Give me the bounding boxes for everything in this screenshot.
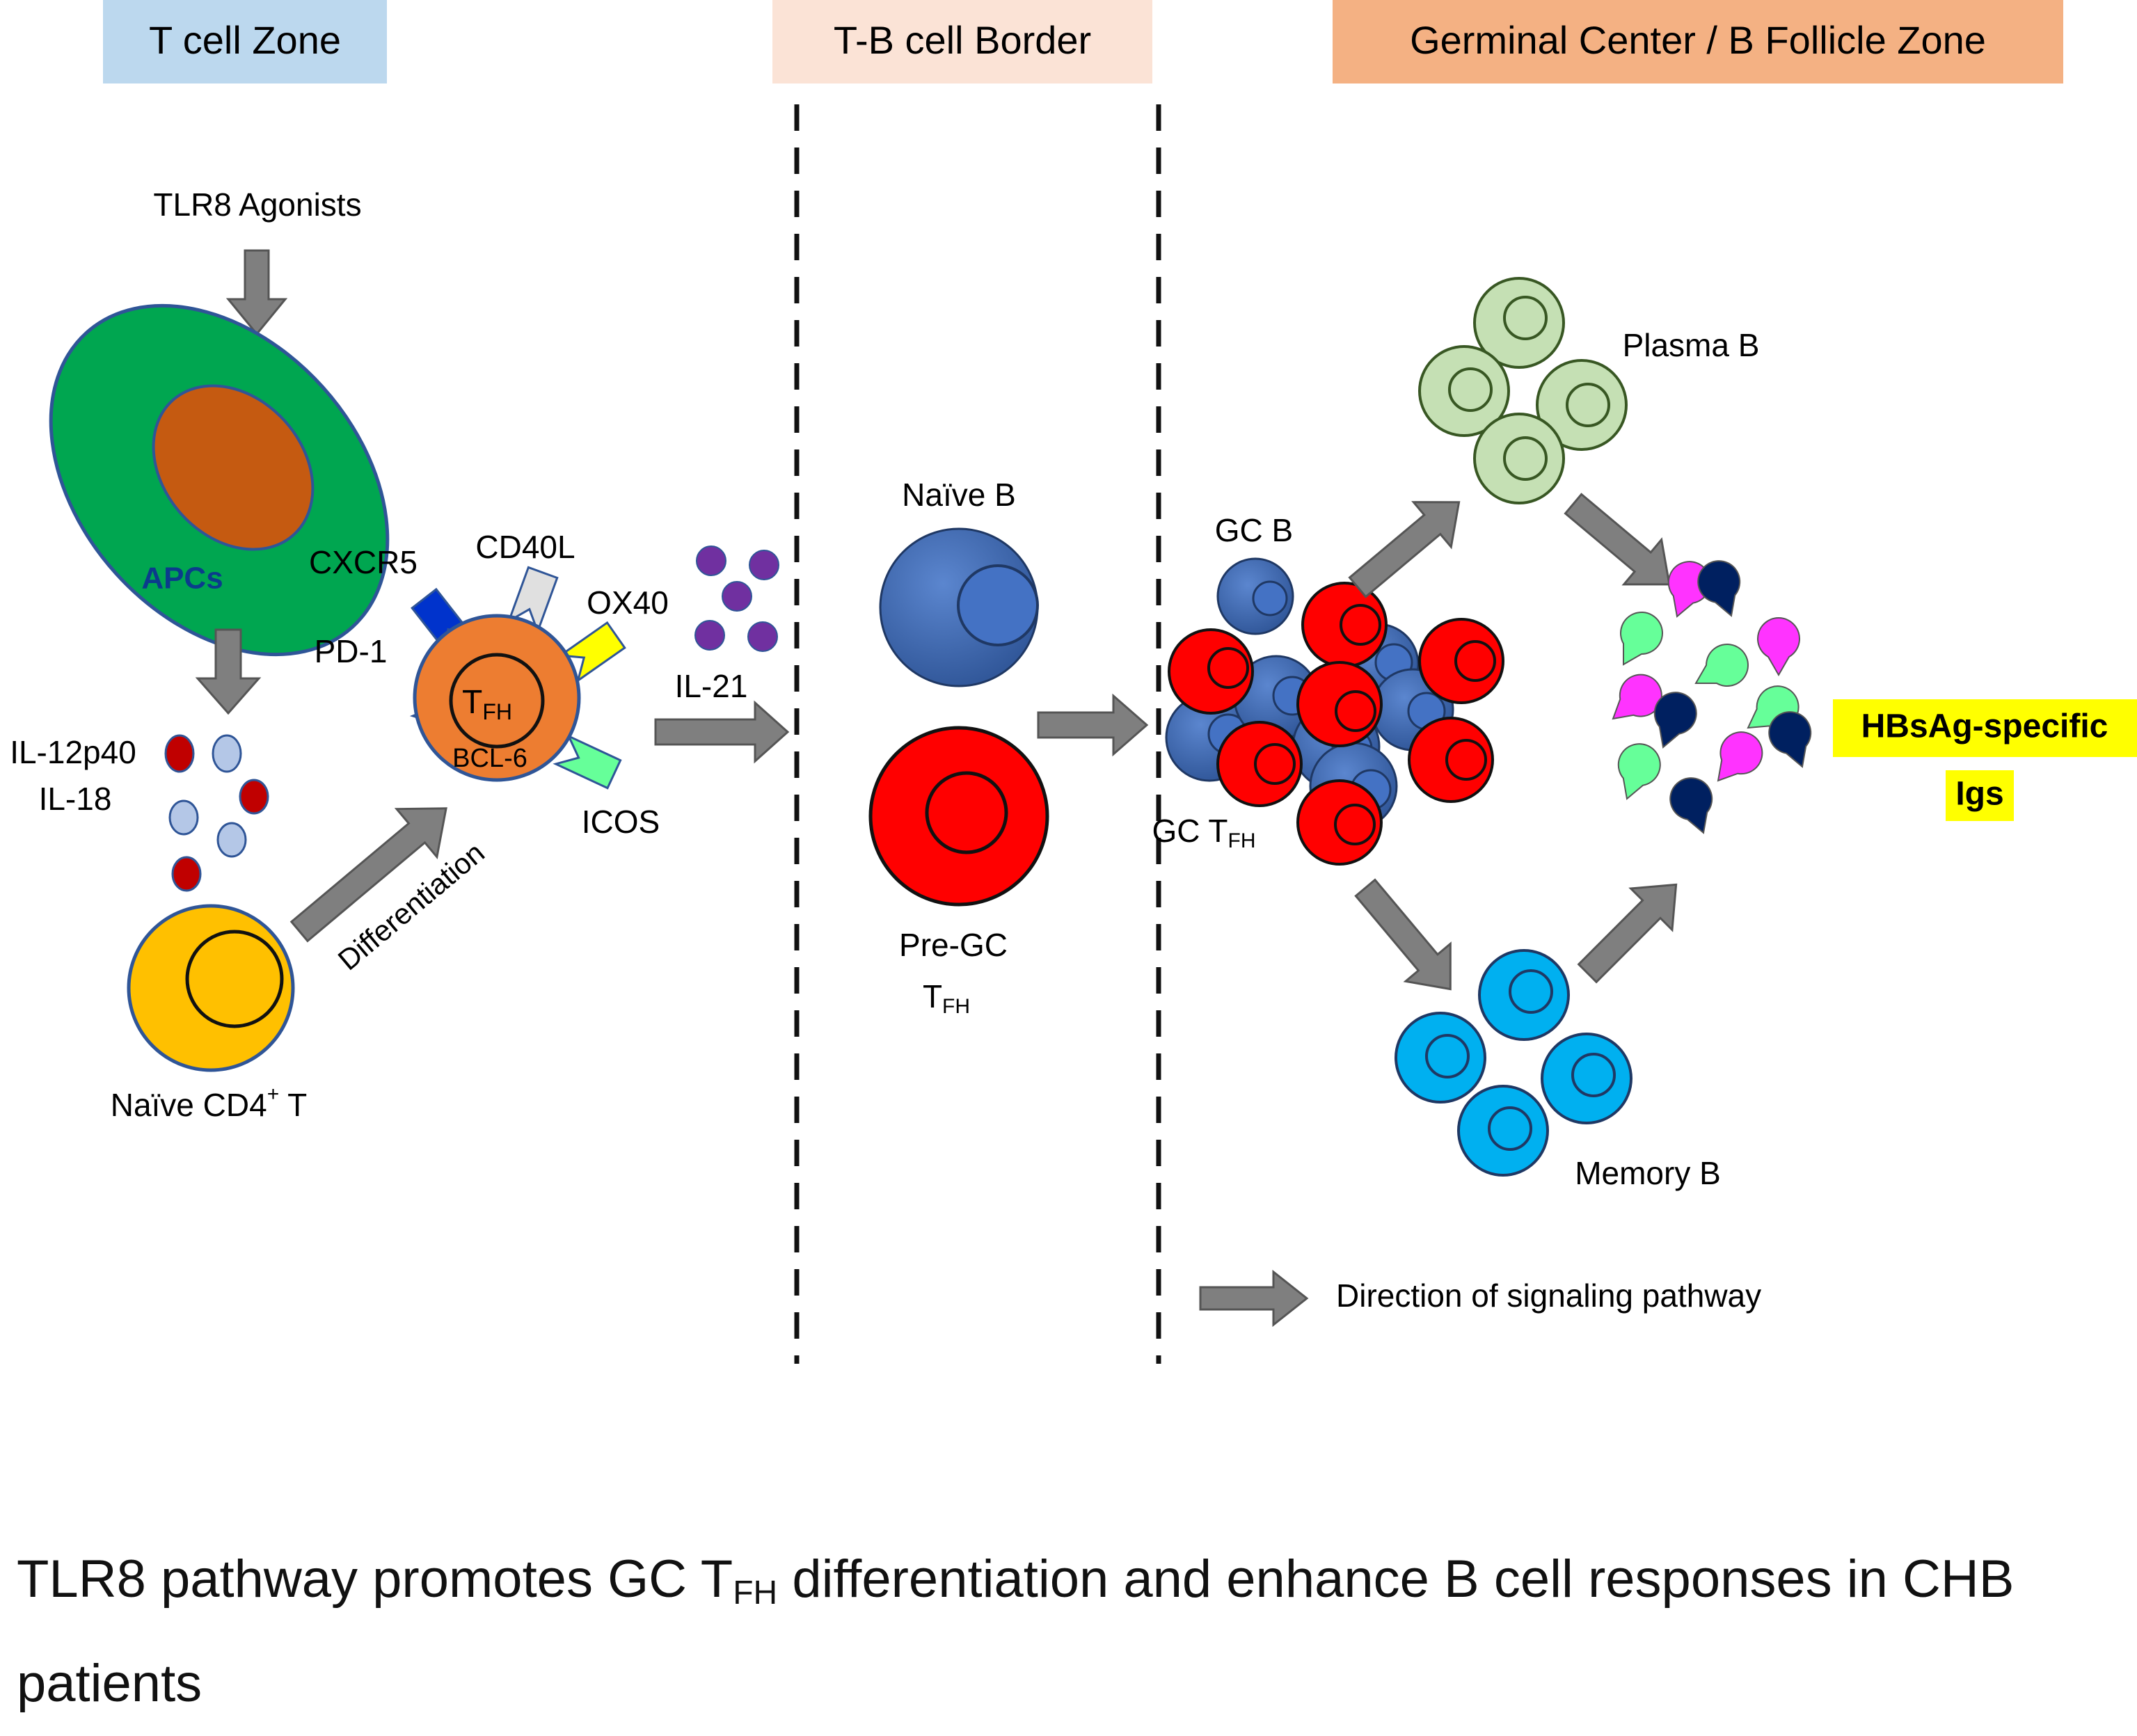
arrow-memory-to-igs <box>1577 883 1678 984</box>
legend-label: Direction of signaling pathway <box>1336 1277 1761 1314</box>
naive-cd4-label: Naïve CD4+ T <box>111 1083 308 1123</box>
figure-caption: TLR8 pathway promotes GC TFH differentia… <box>17 1527 2118 1736</box>
t-cell-zone-label: T cell Zone <box>149 18 341 62</box>
germinal-zone-header <box>1333 0 2063 83</box>
memory-b-cells <box>1395 949 1632 1177</box>
icos-label: ICOS <box>582 804 660 840</box>
pre-gc-tfh-label: TFH <box>923 978 970 1018</box>
arrow-to-germinal <box>1037 693 1149 757</box>
ox40-receptor-icon <box>557 621 626 683</box>
cd40l-receptor-icon <box>507 566 559 635</box>
pre-gc-label: Pre-GC <box>899 927 1008 963</box>
border-zone-header <box>772 0 1152 83</box>
pathway-diagram: T cell Zone T-B cell Border Germinal Cen… <box>10 0 2137 1364</box>
pre-gc-tfh-cell <box>868 726 1049 907</box>
cytokine-dots <box>164 734 269 892</box>
memory-b-label: Memory B <box>1575 1155 1721 1191</box>
il21-dots <box>694 546 779 652</box>
tfh-cell <box>413 614 581 782</box>
tlr8-agonists-label: TLR8 Agonists <box>153 186 361 223</box>
il12-label: IL-12p40 <box>10 734 136 770</box>
il18-label: IL-18 <box>39 781 112 817</box>
icos-receptor-icon <box>553 733 622 790</box>
plasma-b-label: Plasma B <box>1623 327 1760 363</box>
apc-cell <box>49 303 390 657</box>
border-zone-label: T-B cell Border <box>834 18 1091 62</box>
il21-label: IL-21 <box>675 668 748 704</box>
arrow-down-tlr8 <box>225 249 288 336</box>
plasma-b-cells <box>1418 277 1628 504</box>
arrow-plasma-to-igs <box>1564 493 1671 586</box>
antibody-icons <box>1612 560 1812 834</box>
igs-highlight <box>1946 770 2014 821</box>
arrow-to-border <box>654 700 790 764</box>
apcs-label: APCs <box>141 562 223 596</box>
bcl6-label: BCL-6 <box>452 744 527 773</box>
t-cell-zone-header <box>103 0 387 83</box>
hbsag-highlight <box>1833 699 2137 757</box>
tfh-label: TFH <box>462 684 512 725</box>
ox40-label: OX40 <box>587 584 669 621</box>
arrow-to-plasma <box>1348 501 1461 598</box>
caption-part1: TLR8 pathway promotes GC T <box>17 1550 733 1609</box>
gc-tfh-cells <box>1168 582 1504 866</box>
igs-label: Igs <box>1955 776 2003 813</box>
pd1-label: PD-1 <box>315 633 388 669</box>
arrow-differentiation <box>289 807 447 943</box>
naive-b-cell <box>879 527 1039 687</box>
gc-tfh-label: GC TFH <box>1152 813 1255 852</box>
caption-part2: differentiation and enhance B cell respo… <box>17 1550 2015 1713</box>
legend-arrow-icon <box>1199 1269 1309 1328</box>
germinal-zone-label: Germinal Center / B Follicle Zone <box>1410 18 1986 62</box>
arrow-down-apc <box>195 628 262 715</box>
arrow-to-memory <box>1354 878 1452 991</box>
naive-cd4-t-cell <box>127 904 295 1072</box>
cxcr5-label: CXCR5 <box>309 544 418 580</box>
caption-subscript: FH <box>733 1575 778 1611</box>
differentiation-label: Differentiation <box>332 836 491 976</box>
hbsag-label-line1: HBsAg-specific <box>1861 708 2108 745</box>
cd40l-label: CD40L <box>475 529 575 565</box>
naive-b-label: Naïve B <box>902 477 1016 513</box>
gc-b-label: GC B <box>1215 512 1293 548</box>
